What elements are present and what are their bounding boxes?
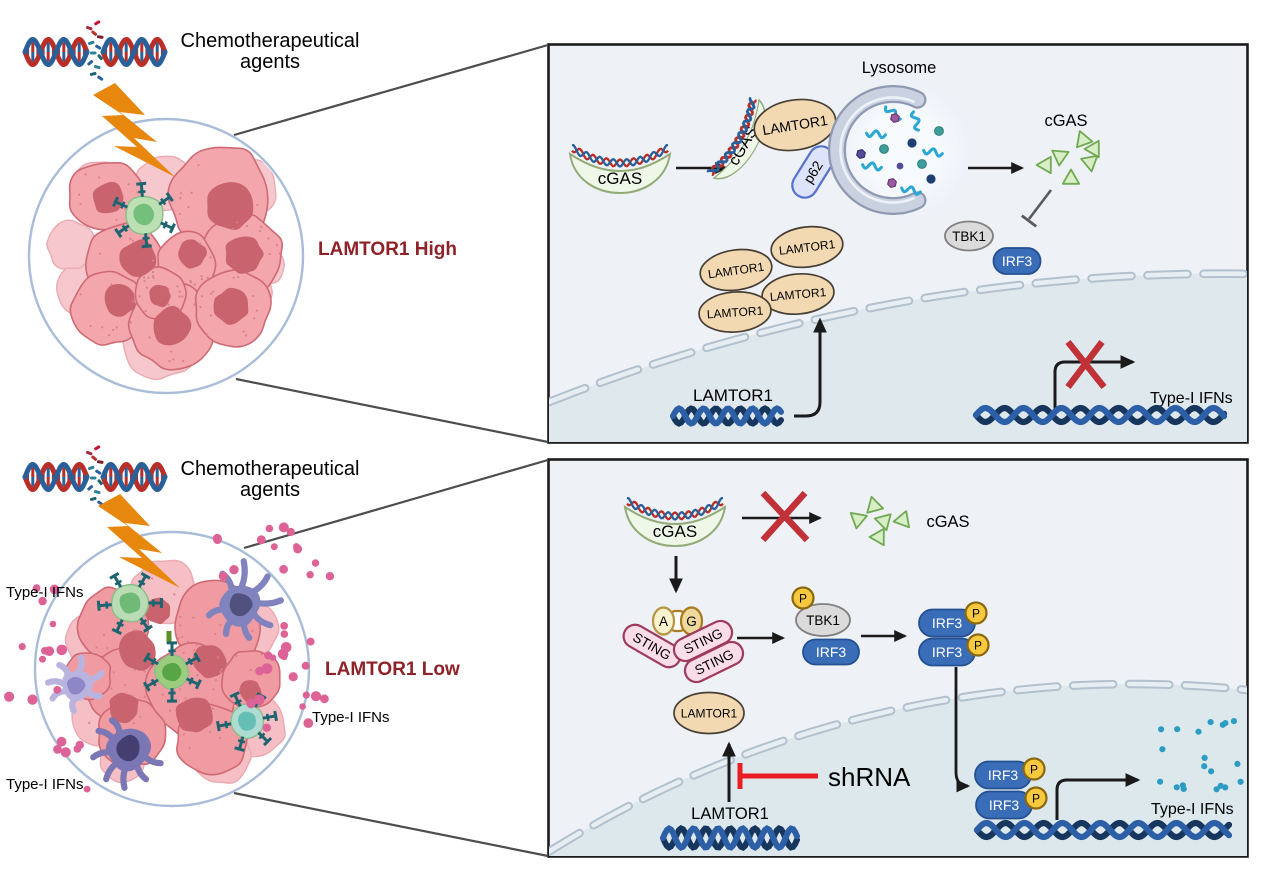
svg-text:Lysosome: Lysosome <box>862 59 937 77</box>
svg-text:IRF3: IRF3 <box>932 644 963 660</box>
svg-text:P: P <box>972 606 980 620</box>
svg-text:IRF3: IRF3 <box>989 797 1020 813</box>
svg-text:Chemotherapeutical: Chemotherapeutical <box>181 458 360 480</box>
svg-text:P: P <box>1030 762 1038 776</box>
svg-text:TBK1: TBK1 <box>806 613 840 628</box>
svg-text:cGAS: cGAS <box>653 522 697 541</box>
svg-text:Type-I IFNs: Type-I IFNs <box>1150 390 1233 407</box>
svg-text:G: G <box>686 614 697 629</box>
svg-text:Type-I IFNs: Type-I IFNs <box>312 709 390 726</box>
svg-text:LAMTOR1 High: LAMTOR1 High <box>318 239 457 260</box>
svg-text:IRF3: IRF3 <box>988 767 1019 783</box>
svg-text:IRF3: IRF3 <box>816 644 847 660</box>
svg-text:P: P <box>974 638 982 652</box>
svg-text:LAMTOR1 Low: LAMTOR1 Low <box>325 659 460 680</box>
svg-text:Chemotherapeutical: Chemotherapeutical <box>181 30 360 52</box>
svg-text:P: P <box>1032 791 1040 805</box>
svg-text:LAMTOR1: LAMTOR1 <box>681 707 738 721</box>
svg-text:IRF3: IRF3 <box>932 615 963 631</box>
svg-text:LAMTOR1: LAMTOR1 <box>706 304 764 322</box>
svg-text:P: P <box>799 591 807 605</box>
svg-text:Type-I IFNs: Type-I IFNs <box>6 776 84 793</box>
svg-text:LAMTOR1: LAMTOR1 <box>693 386 773 405</box>
svg-text:cGAS: cGAS <box>598 169 642 188</box>
svg-text:cGAS: cGAS <box>926 513 969 531</box>
svg-text:IRF3: IRF3 <box>1002 253 1033 269</box>
svg-text:shRNA: shRNA <box>828 762 911 792</box>
svg-text:A: A <box>659 614 668 629</box>
svg-text:agents: agents <box>240 51 300 73</box>
svg-text:Type-I IFNs: Type-I IFNs <box>1151 801 1234 818</box>
svg-text:LAMTOR1: LAMTOR1 <box>778 237 836 258</box>
svg-text:LAMTOR1: LAMTOR1 <box>769 285 827 304</box>
svg-text:agents: agents <box>240 479 300 501</box>
svg-text:Type-I IFNs: Type-I IFNs <box>6 584 84 601</box>
svg-text:LAMTOR1: LAMTOR1 <box>691 805 769 823</box>
svg-text:cGAS: cGAS <box>1044 112 1087 130</box>
svg-text:TBK1: TBK1 <box>952 229 986 244</box>
